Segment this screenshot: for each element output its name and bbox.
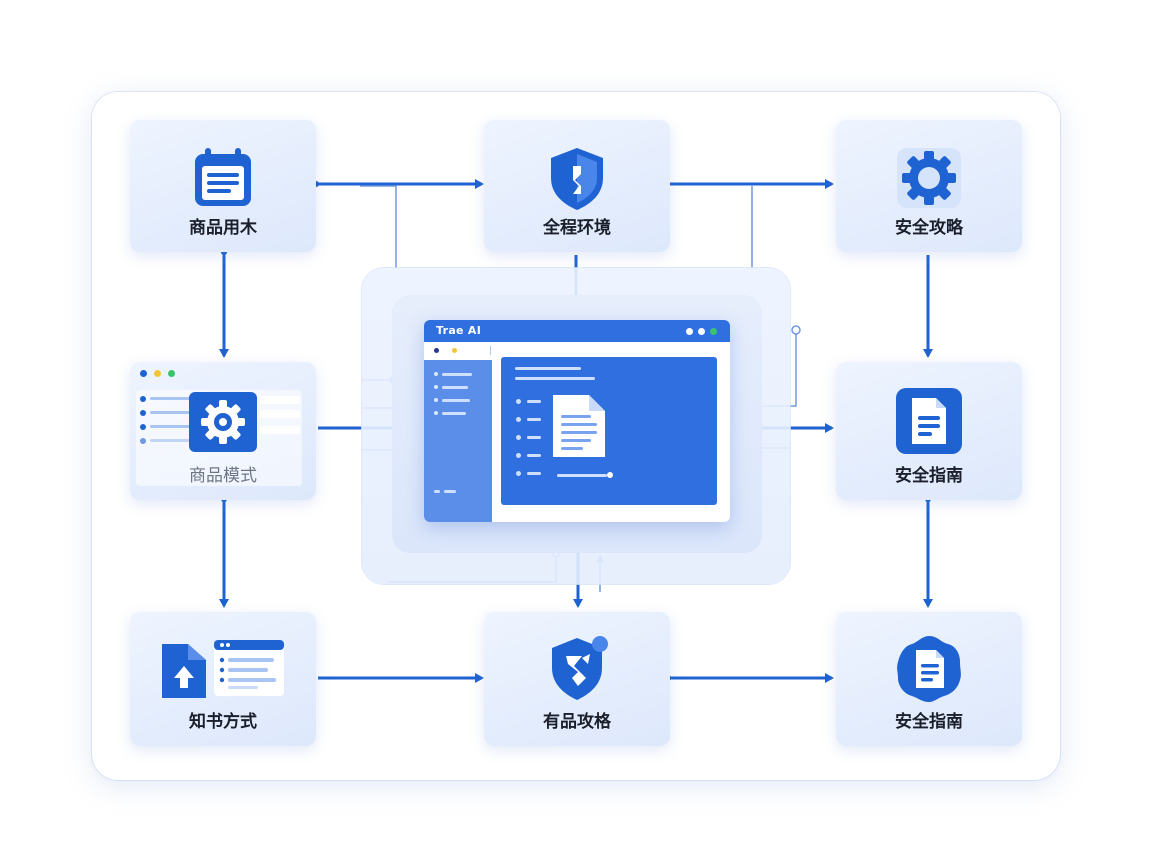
node-bottom-center[interactable]: 有品攻格	[484, 612, 670, 746]
node-mid-left[interactable]: 商品模式	[130, 362, 316, 500]
shield-icon	[551, 148, 603, 210]
content-bullet	[516, 453, 521, 458]
content-line	[527, 472, 541, 475]
window-dot-white[interactable]	[698, 328, 705, 335]
content-bullet	[516, 471, 521, 476]
window-dot-white[interactable]	[686, 328, 693, 335]
list-line	[150, 411, 190, 414]
window-dot-yellow	[154, 370, 161, 377]
content-bullet	[516, 417, 521, 422]
sidebar-line	[442, 412, 466, 415]
app-window[interactable]: Trae AI	[424, 320, 730, 522]
calendar-icon	[195, 148, 251, 206]
sidebar-footer-line	[444, 490, 456, 493]
list-line	[150, 439, 190, 442]
node-label: 商品模式	[189, 466, 257, 486]
list-line	[260, 410, 300, 418]
node-top-center[interactable]: 全程环境	[484, 120, 670, 252]
sidebar-bullet	[434, 385, 438, 389]
node-top-left[interactable]: 商品用木	[130, 120, 316, 252]
app-sidebar	[424, 360, 492, 522]
content-progress-line	[557, 474, 607, 477]
content-heading-line	[515, 367, 581, 370]
gear-icon	[189, 392, 257, 452]
node-label: 知书方式	[189, 712, 257, 732]
content-progress-dot	[607, 472, 613, 478]
node-label: 安全指南	[895, 712, 963, 732]
document-badge-icon	[897, 636, 961, 702]
node-mid-right[interactable]: 安全指南	[836, 362, 1022, 500]
document-icon	[553, 395, 605, 457]
app-title: Trae AI	[436, 324, 482, 337]
list-line	[260, 426, 300, 434]
node-bottom-right[interactable]: 安全指南	[836, 612, 1022, 746]
node-label: 商品用木	[189, 218, 257, 238]
content-heading-line	[515, 377, 595, 380]
content-line	[527, 436, 541, 439]
sidebar-line	[442, 386, 468, 389]
window-dot-green[interactable]	[710, 328, 717, 335]
list-bullet	[140, 438, 146, 444]
content-line	[527, 454, 541, 457]
list-line	[150, 425, 190, 428]
list-bullet	[140, 424, 146, 430]
sidebar-bullet	[434, 372, 438, 376]
content-bullet	[516, 435, 521, 440]
list-line	[260, 396, 300, 404]
shield-icon	[552, 636, 608, 700]
list-line	[150, 397, 190, 400]
sidebar-line	[442, 399, 470, 402]
sidebar-bullet	[434, 398, 438, 402]
node-top-right[interactable]: 安全攻略	[836, 120, 1022, 252]
list-bullet	[140, 396, 146, 402]
sidebar-bullet	[434, 411, 438, 415]
node-label: 安全攻略	[895, 218, 963, 238]
content-line	[527, 418, 541, 421]
node-label: 安全指南	[895, 466, 963, 486]
app-titlebar: Trae AI	[424, 320, 730, 342]
node-bottom-left[interactable]: 知书方式	[130, 612, 316, 746]
list-bullet	[140, 410, 146, 416]
list-window-icon	[214, 640, 284, 696]
content-bullet	[516, 399, 521, 404]
window-dot-green	[168, 370, 175, 377]
sidebar-line	[442, 373, 472, 376]
tab-dot-yellow	[452, 348, 457, 353]
gear-icon	[897, 148, 961, 208]
node-label: 全程环境	[543, 218, 611, 238]
window-dot-blue	[140, 370, 147, 377]
content-line	[527, 400, 541, 403]
sidebar-footer-line	[434, 490, 440, 493]
document-icon	[896, 388, 962, 454]
tab-dot-navy	[434, 348, 439, 353]
app-main-panel	[501, 357, 717, 505]
tab-divider	[490, 346, 491, 355]
upload-folder-icon	[162, 644, 206, 698]
node-label: 有品攻格	[543, 712, 611, 732]
